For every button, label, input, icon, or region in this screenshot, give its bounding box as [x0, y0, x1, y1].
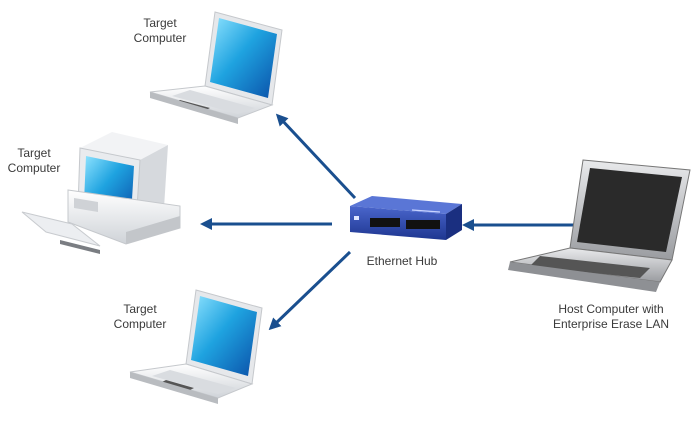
target-middle-label-line2: Computer [7, 161, 61, 175]
hub-label-text: Ethernet Hub [366, 254, 438, 268]
target-middle-label: Target Computer [2, 146, 66, 176]
target-laptop-bottom-icon [129, 289, 263, 404]
hub-label: Ethernet Hub [362, 254, 442, 269]
target-bottom-label-line1: Target [123, 302, 157, 316]
target-desktop-middle-icon [21, 132, 181, 254]
arrow-hub-to-target-bottom [268, 250, 352, 331]
connection-arrows [200, 113, 585, 331]
target-top-label-line2: Computer [133, 31, 187, 45]
target-top-label-line1: Target [143, 16, 177, 30]
host-label-line2: Enterprise Erase LAN [552, 317, 670, 331]
target-middle-label-line1: Target [17, 146, 51, 160]
target-bottom-label-line2: Computer [113, 317, 167, 331]
target-laptop-top-icon [149, 11, 283, 124]
host-laptop-icon [508, 159, 691, 292]
host-label-line1: Host Computer with [558, 302, 664, 316]
target-top-label: Target Computer [128, 16, 192, 46]
host-label: Host Computer with Enterprise Erase LAN [526, 302, 696, 332]
ethernet-hub-icon [350, 196, 462, 240]
arrow-hub-to-target-top [275, 113, 357, 200]
hub-ports [370, 218, 440, 229]
target-bottom-label: Target Computer [108, 302, 172, 332]
